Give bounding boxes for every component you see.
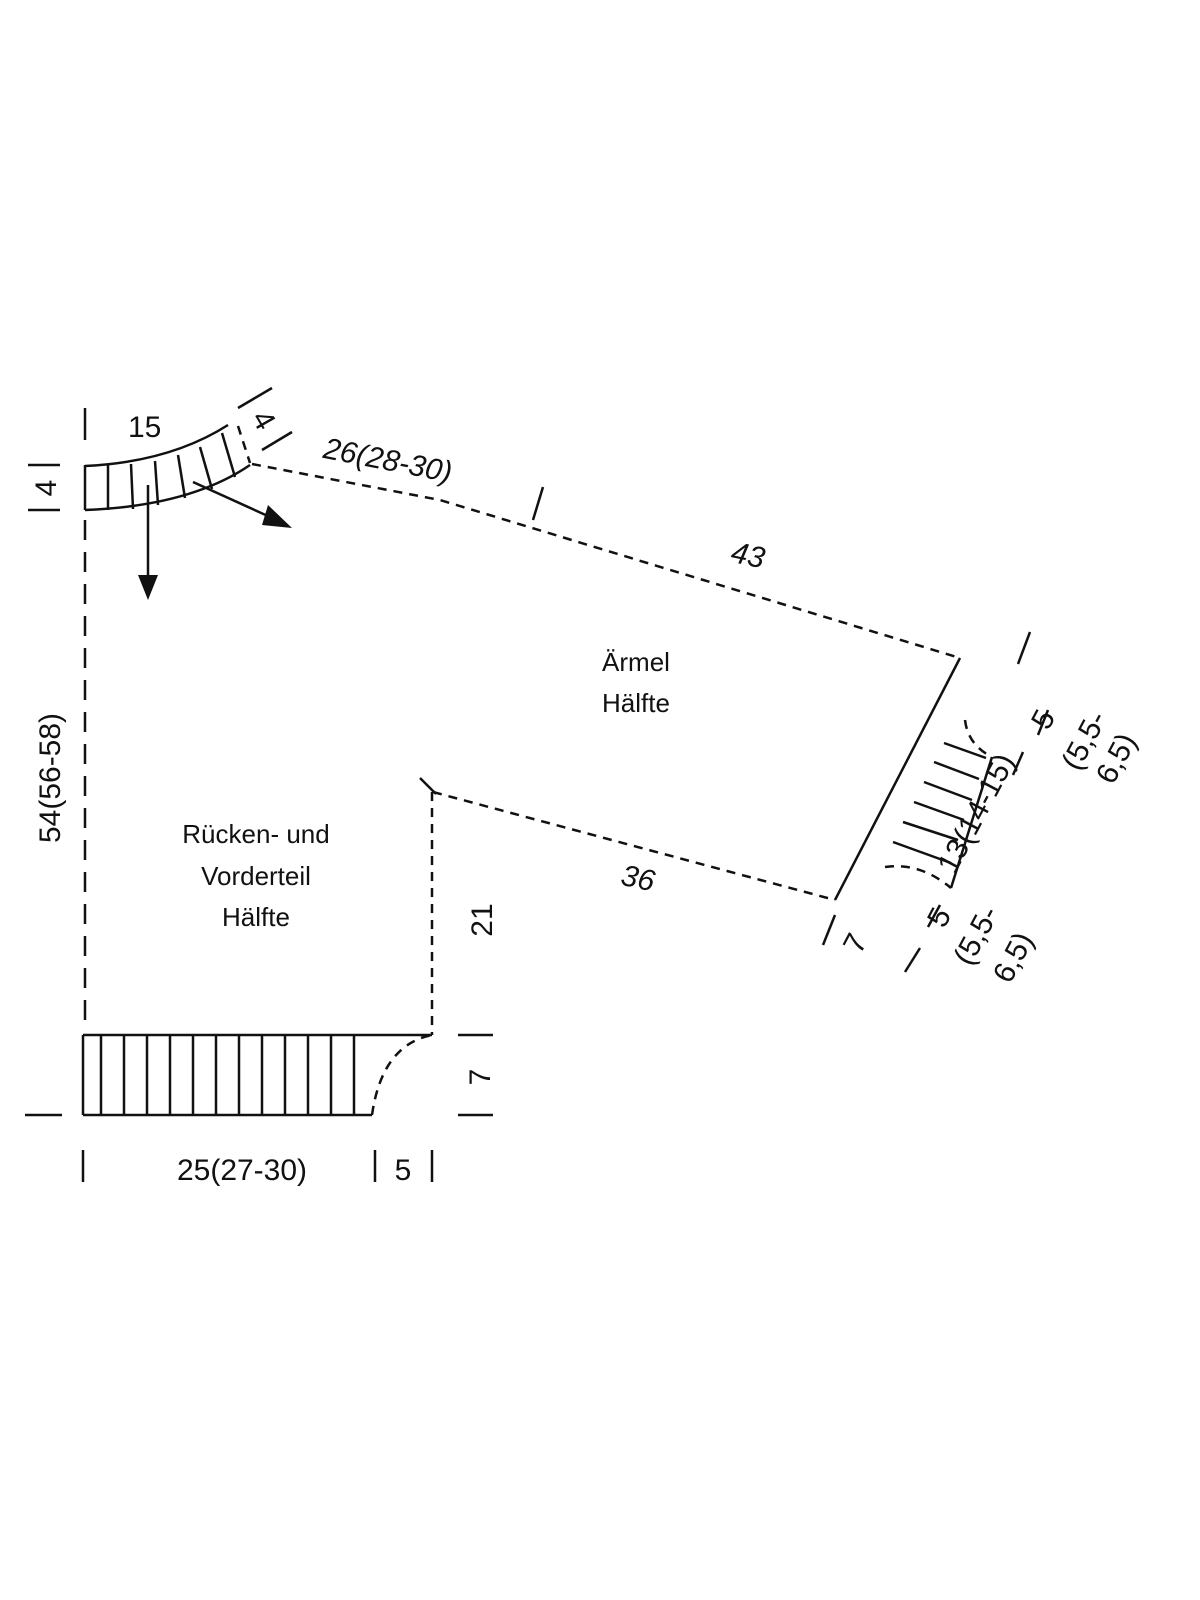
shoulder-label: 26(28-30) bbox=[320, 432, 455, 489]
neck-band-side-label: 4 bbox=[245, 405, 282, 436]
arrow-diagonal-icon bbox=[192, 480, 292, 528]
sleeve-lower-label: 36 bbox=[618, 859, 658, 898]
svg-text:Rücken- und: Rücken- und bbox=[182, 819, 329, 849]
sleeve-upper-label: 43 bbox=[728, 536, 768, 575]
neck-width-label: 15 bbox=[128, 411, 161, 444]
body-piece-label: Rücken- und Vorderteil Hälfte bbox=[182, 819, 329, 932]
sleeve-piece-label: Ärmel Hälfte bbox=[602, 647, 670, 718]
cuff-height-label: 7 bbox=[837, 928, 874, 958]
sleeve-top-edge bbox=[251, 462, 961, 660]
svg-text:5: 5 bbox=[1025, 704, 1062, 734]
body-length-label: 54(56-58) bbox=[34, 713, 67, 843]
svg-text:Hälfte: Hälfte bbox=[222, 902, 290, 932]
svg-text:Hälfte: Hälfte bbox=[602, 688, 670, 718]
svg-text:Vorderteil: Vorderteil bbox=[201, 861, 311, 891]
arrow-down-icon bbox=[138, 485, 158, 600]
sleeve-bottom-edge bbox=[432, 790, 836, 902]
neck-band-height-label: 4 bbox=[30, 480, 63, 497]
cuff-curve-top-label: 5 (5,5- 6,5) bbox=[1025, 704, 1143, 789]
svg-text:Ärmel: Ärmel bbox=[602, 647, 670, 677]
armhole-depth-label: 21 bbox=[466, 903, 499, 936]
neck-band bbox=[84, 423, 252, 512]
cuff-ribbing bbox=[884, 719, 994, 889]
hem-height-label: 7 bbox=[464, 1069, 497, 1086]
body-width-label: 25(27-30) bbox=[177, 1154, 307, 1187]
cuff-curve-bottom-label: 5 (5,5- 6,5) bbox=[921, 901, 1040, 989]
cuff-edge bbox=[833, 657, 962, 901]
hem-curve-label: 5 bbox=[395, 1154, 412, 1187]
hem-ribbing bbox=[81, 1033, 433, 1117]
tick bbox=[531, 486, 545, 521]
